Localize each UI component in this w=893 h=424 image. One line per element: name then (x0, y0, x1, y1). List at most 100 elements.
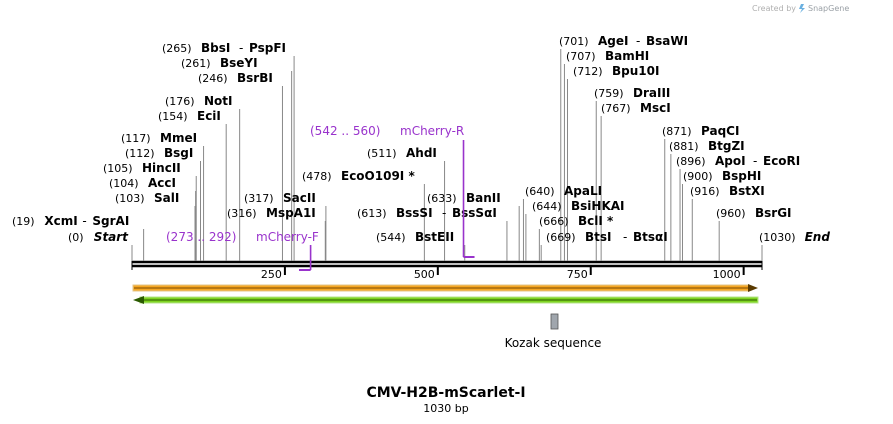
arrow-left-icon (133, 296, 144, 304)
enzyme-site: (960) BsrGI (716, 206, 792, 220)
enzyme-site: (104)AccI (109, 176, 176, 190)
site-position: (19) (12, 215, 35, 228)
primer: (542 .. 560) mCherry-R (310, 124, 475, 258)
site-position: (712) (573, 65, 603, 78)
enzyme-name: SgrAI (92, 214, 129, 228)
enzyme-name: BanII (466, 191, 501, 205)
enzyme-name: ApoI (715, 154, 746, 168)
enzyme-site: (112) BsgI (125, 146, 193, 160)
enzyme-name: EciI (197, 109, 221, 123)
enzyme-site: (316) MspA1I (227, 206, 316, 220)
enzyme-site: (511)AhdI (367, 146, 437, 160)
enzyme-name: EcoRI (763, 154, 800, 168)
enzyme-name: SalI (154, 191, 179, 205)
enzyme-name: DraIII (633, 86, 670, 100)
enzyme-site: (666) BclI * (539, 214, 614, 228)
site-position: (317) (244, 192, 274, 205)
enzyme-name: BseYI (220, 56, 258, 70)
enzyme-name: MmeI (160, 131, 197, 145)
enzyme-site: (317)SacII (244, 191, 316, 205)
site-position: (644) (532, 200, 562, 213)
enzyme-name: HincII (142, 161, 181, 175)
enzyme-site: (544) BstEII (376, 230, 454, 244)
snapgene-logo-icon (799, 4, 805, 13)
enzyme-name: ApaLI (564, 184, 602, 198)
enzyme-name: BclI * (578, 214, 614, 228)
enzyme-site: (117)MmeI (121, 131, 197, 145)
enzyme-site: (1030) End (759, 230, 830, 244)
primer-name: mCherry-R (400, 124, 464, 138)
enzyme-name: MspA1I (266, 206, 316, 220)
site-position: (640) (525, 185, 555, 198)
site-position: (265) (162, 42, 192, 55)
site-position: (701) (559, 35, 589, 48)
enzyme-name: BtsαI (633, 230, 668, 244)
snapgene-credit: Created by SnapGene (752, 4, 849, 13)
site-position: (633) (427, 192, 457, 205)
enzyme-site: (633) BanII (427, 191, 501, 205)
enzyme-site: (613)BssSI-BssSαI (357, 206, 497, 220)
enzyme-site: (265)BbsI-PspFI (162, 41, 286, 55)
enzyme-site: (712) Bpu10I (573, 64, 659, 78)
enzyme-name: BsaWI (646, 34, 688, 48)
enzyme-name: End (805, 230, 831, 244)
credit-brand: SnapGene (808, 4, 849, 13)
enzyme-name: BsgI (164, 146, 193, 160)
enzyme-site: (261) BseYI (181, 56, 258, 70)
enzyme-site: (176)NotI (165, 94, 233, 108)
enzyme-name: BstEII (415, 230, 454, 244)
site-position: (707) (566, 50, 596, 63)
site-position: (767) (601, 102, 631, 115)
enzyme-name: EcoO109I * (341, 169, 415, 183)
enzyme-name: BsrGI (755, 206, 792, 220)
enzyme-site: (871) PaqCI (662, 124, 739, 138)
enzyme-name: AccI (148, 176, 176, 190)
credit-prefix: Created by (752, 4, 796, 13)
enzyme-site: (644)BsiHKAI (532, 199, 625, 213)
kozak-feature: Kozak sequence (505, 313, 601, 350)
ruler-label: 750 (567, 268, 588, 281)
enzyme-site: (900)BspHI (683, 169, 761, 183)
enzyme-site: (0)Start (68, 230, 129, 244)
site-position: (544) (376, 231, 406, 244)
site-position: (613) (357, 207, 387, 220)
primer-range: (542 .. 560) (310, 124, 380, 138)
enzyme-site: (154) EciI (158, 109, 221, 123)
enzyme-name: Bpu10I (612, 64, 659, 78)
site-position: (261) (181, 57, 211, 70)
site-position: (154) (158, 110, 188, 123)
enzyme-name: BamHI (605, 49, 649, 63)
site-position: (871) (662, 125, 692, 138)
reverse-feature-arrow (133, 296, 759, 304)
sequence-length: 1030 bp (423, 402, 468, 415)
site-position: (666) (539, 215, 569, 228)
enzyme-site: (640) ApaLI (525, 184, 602, 198)
enzyme-labels: (265)BbsI-PspFI(261)BseYI(246)BsrBI(176)… (12, 34, 830, 244)
enzyme-name: BstXI (729, 184, 765, 198)
site-position: (246) (198, 72, 228, 85)
enzyme-separator: - (239, 41, 243, 55)
enzyme-name: BbsI (201, 41, 230, 55)
site-position: (881) (669, 140, 699, 153)
ruler-label: 1000 (713, 268, 741, 281)
enzyme-site: (105)HincII (103, 161, 181, 175)
enzyme-site: (896)ApoI-EcoRI (676, 154, 800, 168)
enzyme-name: BssSαI (452, 206, 497, 220)
enzyme-site: (759) DraIII (594, 86, 670, 100)
site-position: (316) (227, 207, 257, 220)
site-position: (916) (690, 185, 720, 198)
enzyme-separator: - (623, 230, 627, 244)
enzyme-name: PaqCI (701, 124, 739, 138)
map-title: CMV-H2B-mScarlet-I (366, 385, 525, 401)
site-position: (176) (165, 95, 195, 108)
site-position: (759) (594, 87, 624, 100)
site-position: (103) (115, 192, 145, 205)
enzyme-site: (103) SalI (115, 191, 179, 205)
site-position: (1030) (759, 231, 796, 244)
site-position: (960) (716, 207, 746, 220)
enzyme-site: (478)EcoO109I * (302, 169, 415, 183)
enzyme-separator: - (82, 214, 86, 228)
site-position: (112) (125, 147, 155, 160)
enzyme-name: BtgZI (708, 139, 745, 153)
enzyme-separator: - (636, 34, 640, 48)
